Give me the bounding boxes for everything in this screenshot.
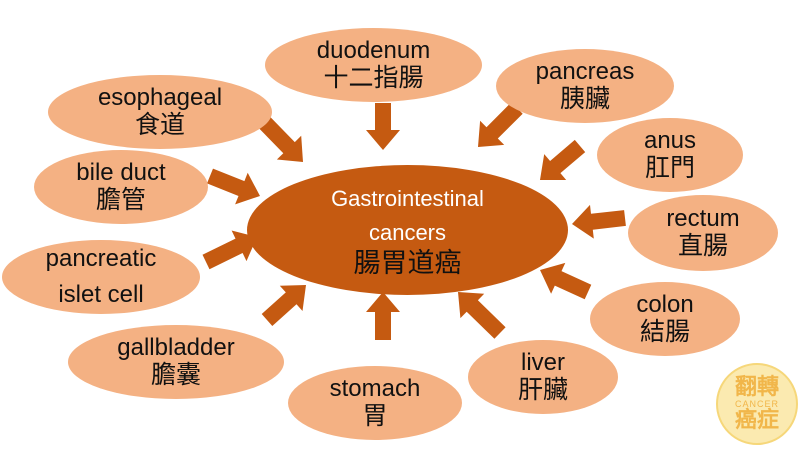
node-stomach: stomach 胃 — [288, 366, 462, 440]
node-rectum-en: rectum — [666, 204, 740, 232]
arrow-from-bile-duct — [207, 168, 260, 205]
node-stomach-zh: 胃 — [362, 401, 388, 431]
node-pancreatic-islet-cell: pancreatic islet cell — [2, 240, 200, 314]
node-anus-zh: 肛門 — [644, 153, 695, 183]
node-anus: anus 肛門 — [597, 118, 743, 192]
center-node: Gastrointestinal cancers 腸胃道癌 — [247, 165, 568, 295]
node-gallbladder-zh: 膽囊 — [150, 360, 201, 390]
arrow-from-pancreatic-islet-cell — [202, 230, 257, 270]
node-bile-duct-zh: 膽管 — [95, 185, 146, 215]
node-esophageal: esophageal 食道 — [48, 75, 272, 149]
logo-line2: CANCER — [734, 398, 779, 409]
node-pancreas-zh: 胰臟 — [559, 84, 610, 114]
node-duodenum-zh: 十二指腸 — [323, 63, 424, 93]
center-title-en: Gastrointestinal cancers — [331, 185, 484, 245]
arrow-from-pancreas — [478, 102, 523, 147]
node-colon: colon 結腸 — [590, 282, 740, 356]
node-gallbladder-en: gallbladder — [117, 333, 235, 361]
center-title-zh: 腸胃道癌 — [353, 247, 462, 279]
arrow-from-duodenum — [366, 103, 400, 150]
node-pancreatic-islet-cell-en: pancreatic islet cell — [45, 245, 157, 308]
node-stomach-en: stomach — [329, 374, 421, 402]
node-duodenum: duodenum 十二指腸 — [265, 28, 482, 102]
arrow-from-gallbladder — [261, 285, 306, 326]
arrow-from-anus — [540, 139, 586, 180]
node-bile-duct: bile duct 膽管 — [34, 150, 208, 224]
node-colon-zh: 結腸 — [639, 317, 690, 347]
logo-line3: 癌症 — [734, 407, 779, 433]
arrow-from-colon — [540, 262, 592, 300]
node-colon-en: colon — [636, 290, 694, 318]
node-anus-en: anus — [643, 126, 697, 154]
node-duodenum-en: duodenum — [316, 36, 431, 64]
arrow-from-liver — [458, 292, 506, 339]
node-esophageal-zh: 食道 — [134, 110, 185, 140]
arrow-from-esophageal — [259, 117, 303, 162]
node-bile-duct-en: bile duct — [76, 158, 166, 186]
node-pancreas-en: pancreas — [535, 57, 635, 85]
node-liver: liver 肝臟 — [468, 340, 618, 414]
node-rectum: rectum 直腸 — [628, 195, 778, 271]
node-esophageal-en: esophageal — [97, 83, 223, 111]
brand-logo: 翻轉 CANCER 癌症 — [716, 363, 798, 445]
node-gallbladder: gallbladder 膽囊 — [68, 325, 284, 399]
node-liver-en: liver — [520, 348, 565, 376]
logo-line1: 翻轉 — [734, 374, 779, 400]
node-liver-zh: 肝臟 — [517, 375, 568, 405]
arrow-from-stomach — [366, 292, 400, 340]
node-rectum-zh: 直腸 — [677, 231, 728, 261]
arrow-from-rectum — [572, 204, 626, 239]
node-pancreas: pancreas 胰臟 — [496, 49, 674, 123]
